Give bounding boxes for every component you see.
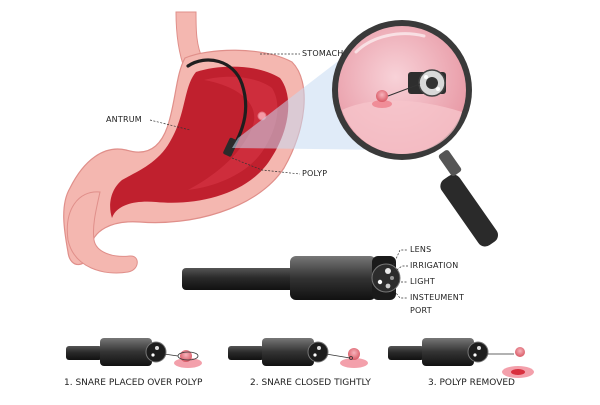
- step-1-caption: 1. SNARE PLACED OVER POLYP: [64, 378, 203, 388]
- label-light: LIGHT: [410, 277, 435, 286]
- step-2-illustration: [228, 338, 368, 368]
- step-1-illustration: [66, 338, 202, 368]
- label-polyp: POLYP: [302, 169, 328, 178]
- endoscope-large: [182, 249, 408, 300]
- stomach-illustration: [63, 11, 305, 274]
- label-instrument-port: INSTEUMENT: [410, 293, 465, 302]
- step-3-caption: 3. POLYP REMOVED: [428, 378, 515, 388]
- magnifier-illustration: [332, 20, 498, 247]
- label-irrigation: IRRIGATION: [410, 261, 459, 270]
- label-stomach: STOMACH: [302, 49, 344, 58]
- label-antrum: ANTRUM: [106, 115, 142, 124]
- label-instrument-port-2: PORT: [410, 306, 432, 315]
- step-2-caption: 2. SNARE CLOSED TIGHTLY: [250, 378, 371, 388]
- step-3-illustration: [388, 338, 534, 378]
- label-lens: LENS: [410, 245, 432, 254]
